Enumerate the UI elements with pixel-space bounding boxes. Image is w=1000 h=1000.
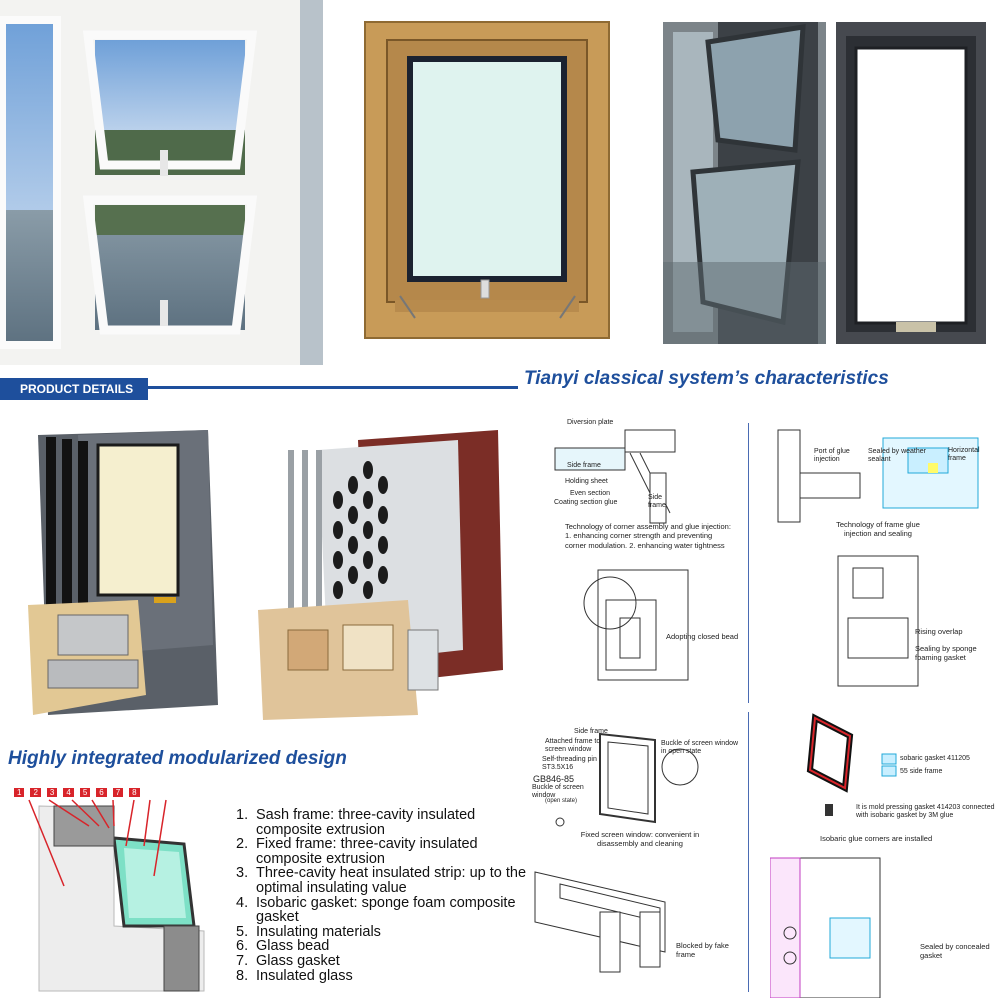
label-isobaric-gasket: sobaric gasket 411205 (900, 755, 970, 762)
feature-item: 5.Insulating materials (236, 923, 381, 940)
label-diversion-plate: Diversion plate (567, 419, 614, 426)
caption-concealed-gasket: Sealed by concealed gasket (920, 942, 990, 961)
feature-item: 2.Fixed frame: three-cavity insulated co… (236, 836, 478, 867)
label-open-state-2: in open state (661, 748, 702, 755)
section-number-5: 5 (79, 788, 91, 797)
section-number-1: 1 (14, 788, 25, 797)
label-weather-sealant: Sealed by weather sealant (868, 448, 926, 464)
caption-isobaric-corners: Isobaric glue corners are installed (820, 834, 933, 843)
section-number-8: 8 (129, 788, 140, 797)
label-buckle-screen: Buckle of screen window (532, 784, 584, 800)
feature-item: 3.Three-cavity heat insulated strip: up … (236, 865, 527, 896)
caption-rising-overlap: Rising overlap (915, 627, 963, 636)
label-attached-frame: Attached frame to screen window (545, 738, 601, 754)
feature-item: 4.Isobaric gasket: sponge foam composite… (236, 894, 516, 926)
feature-item: 8.Insulated glass (236, 967, 353, 984)
section-number-2: 2 (30, 788, 41, 797)
diagram-screen-window: Side frame Attached frame to screen wind… (530, 722, 745, 997)
label-buckle-screen-2: Buckle of screen window (661, 740, 739, 747)
label-horizontal-frame: Horizontal frame (948, 447, 980, 463)
caption-screen-window: Fixed screen window: convenient in disas… (580, 830, 700, 849)
photo-white-awning-window (0, 0, 323, 365)
label-open-state: (open state) (545, 798, 578, 804)
label-mold-gasket: It is mold pressing gasket 414203 connec… (856, 804, 995, 820)
photo-wood-awning-window (355, 0, 619, 350)
profile-cutaway-wood-alu (28, 425, 238, 720)
section-number-6: 6 (96, 788, 107, 797)
label-coating-glue: Coating section glue (554, 499, 618, 506)
label-glue-port: Port of glue injection (814, 448, 850, 464)
label-screen-side-frame: Side frame (574, 728, 608, 735)
photo-dark-frame-window (836, 22, 986, 344)
label-side-frame-2: Side frame (648, 494, 666, 510)
section-number-row: 1 2 3 4 5 6 7 8 (14, 788, 140, 797)
banner-underline (148, 386, 518, 389)
diagram-isobaric-gasket: sobaric gasket 411205 55 side frame It i… (770, 708, 995, 998)
label-55-side-frame: 55 side frame (900, 768, 943, 775)
caption-fake-frame: Blocked by fake frame (676, 941, 729, 960)
profile-cutaway-insulated (258, 430, 508, 720)
caption-closed-bead: Adopting closed bead (666, 632, 739, 641)
feature-list: 1.Sash frame: three-cavity insulated com… (236, 808, 526, 983)
feature-item: 1.Sash frame: three-cavity insulated com… (236, 807, 476, 838)
characteristics-heading: Tianyi classical system’s characteristic… (524, 368, 889, 389)
feature-item: 6.Glass bead (236, 938, 330, 955)
modular-heading: Highly integrated modularized design (8, 748, 347, 769)
caption-corner-assembly: Technology of corner assembly and glue i… (565, 522, 731, 550)
label-self-threading-pin: Self-threading pin ST3.5X16 (542, 756, 597, 772)
section-number-4: 4 (63, 788, 74, 797)
diagram-frame-glue: Port of glue injection Sealed by weather… (768, 418, 993, 698)
section-number-3: 3 (46, 788, 58, 797)
label-even-section: Even section (570, 490, 611, 497)
section-number-7: 7 (112, 788, 124, 797)
diagram-corner-assembly: Diversion plate Side frame Holding sheet… (540, 418, 745, 698)
label-gb846: GB846-85 (533, 774, 575, 784)
label-side-frame: Side frame (567, 462, 601, 469)
profile-section-diagram: 1 2 3 4 5 6 7 8 (4, 786, 214, 996)
diagram-divider-vertical-top (748, 423, 749, 703)
caption-sponge-gasket: Sealing by sponge foaming gasket (915, 644, 977, 663)
caption-frame-glue: Technology of frame glue injection and s… (836, 520, 920, 539)
feature-item: 7.Glass gasket (236, 952, 340, 969)
label-holding-sheet: Holding sheet (565, 478, 608, 485)
diagram-divider-vertical-bottom (748, 712, 749, 992)
product-details-banner: PRODUCT DETAILS (0, 378, 148, 400)
photo-gray-awning-window (663, 22, 826, 344)
